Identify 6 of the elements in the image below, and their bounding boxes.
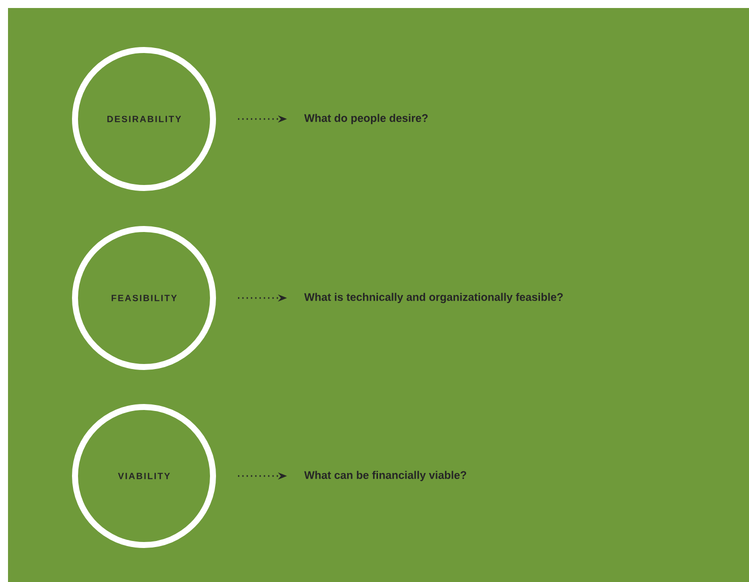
circle-label: VIABILITY [72, 404, 216, 548]
question-text: What do people desire? [304, 114, 428, 124]
question-text: What is technically and organizationally feasible? [304, 292, 563, 304]
circle-label: DESIRABILITY [72, 47, 216, 191]
circle-label: FEASIBILITY [72, 226, 216, 370]
question-text: What can be financially viable? [304, 470, 466, 482]
